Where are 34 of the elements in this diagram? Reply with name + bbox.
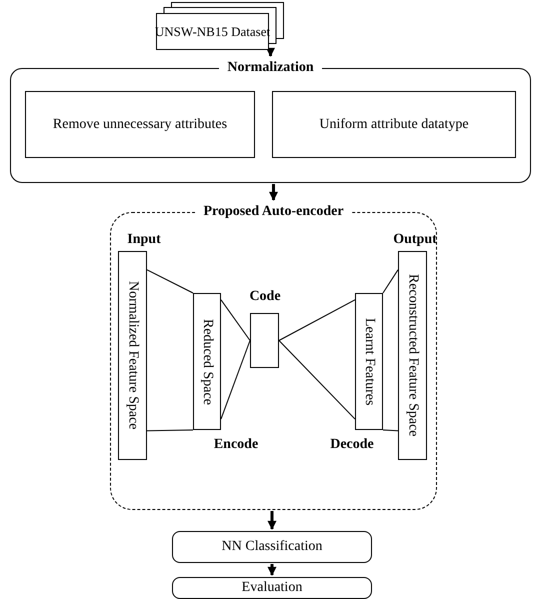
box-label: Reduced Space [200, 318, 214, 404]
box-label: Normalized Feature Space [126, 281, 140, 430]
process-box [172, 577, 372, 599]
process-box [25, 91, 255, 158]
connector-line [278, 340, 356, 420]
connector-line [146, 430, 194, 432]
connector-line [278, 299, 356, 341]
layer-label: Input [126, 231, 162, 249]
connector-line [220, 340, 250, 420]
connector-line [382, 269, 398, 294]
connector-line [382, 430, 398, 432]
box-label: Remove unnecessary attributes [52, 116, 228, 134]
layer-label: Output [392, 231, 438, 249]
box-label: Learnt Features [362, 318, 376, 406]
arrow [269, 184, 278, 201]
process-box [272, 91, 516, 158]
box-label: NN Classification [222, 538, 322, 556]
connector-line [146, 269, 194, 294]
box-label: Evaluation [242, 579, 302, 597]
layer-box [193, 293, 221, 430]
layer-box [398, 251, 427, 460]
arrow [268, 564, 276, 576]
layer-label: Decode [329, 436, 375, 454]
arrow [268, 511, 276, 530]
code-box [250, 313, 279, 368]
layer-label: Code [248, 288, 282, 306]
connector-line [220, 299, 250, 341]
layer-box [118, 251, 147, 460]
process-box [172, 531, 372, 563]
layer-box [355, 293, 383, 430]
arrow [266, 48, 275, 57]
layer-label: Encode [212, 436, 260, 454]
box-label: Uniform attribute datatype [319, 116, 469, 134]
box-label: Reconstructed Feature Space [406, 274, 420, 437]
